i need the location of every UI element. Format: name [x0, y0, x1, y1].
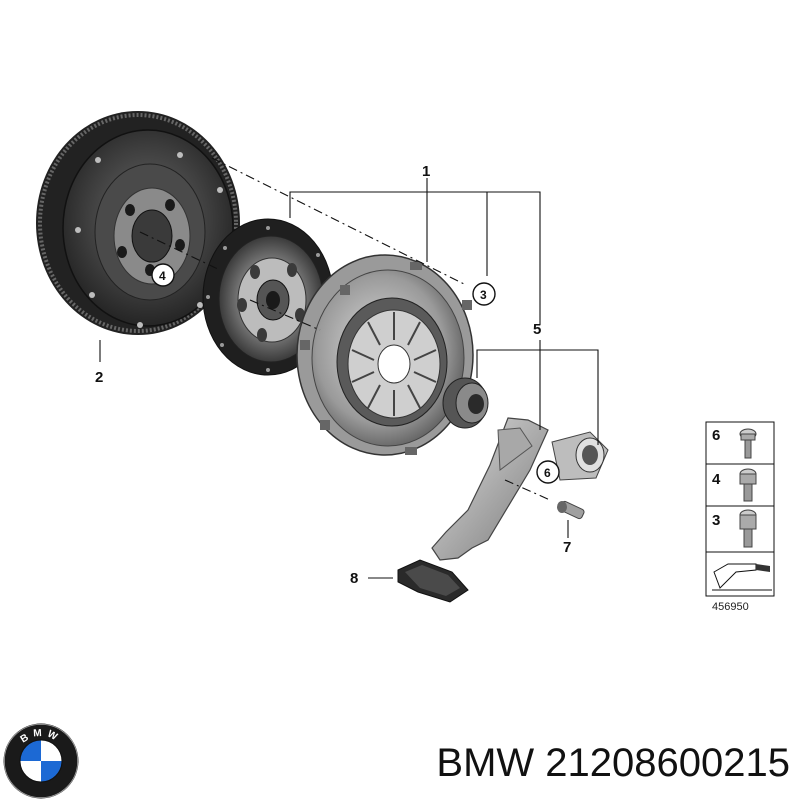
part-number-caption: BMW 21208600215 [436, 741, 790, 785]
guide-sleeve [551, 431, 609, 481]
release-lever [431, 417, 549, 561]
callout-6: 6 [544, 466, 551, 480]
release-bearing [442, 377, 489, 429]
callout-2: 2 [95, 369, 103, 386]
callout-5: 5 [533, 321, 541, 338]
pressure-plate [296, 254, 475, 456]
direction-arrow-icon [712, 563, 772, 591]
legend-row-4: 4 [712, 468, 757, 502]
callout-7: 7 [563, 539, 571, 556]
fastener-legend: 6 4 3 [705, 421, 775, 613]
legend-label-3: 3 [712, 512, 720, 529]
callout-labels: 1 2 5 7 8 [95, 163, 571, 587]
hex-socket-bolt-icon [739, 468, 757, 502]
legend-label-4: 4 [712, 471, 721, 488]
callout-4: 4 [159, 269, 166, 283]
diagram-id: 456950 [712, 601, 749, 613]
pivot-pin [557, 500, 585, 520]
callout-8: 8 [350, 570, 358, 587]
hex-socket-screw-icon [739, 509, 757, 548]
release-lever-pad [397, 559, 469, 603]
callout-1: 1 [422, 163, 430, 180]
legend-row-6: 6 [712, 427, 757, 459]
bmw-roundel-logo: BMW [3, 723, 79, 799]
circled-callout-6: 6 [536, 460, 560, 484]
circled-callout-3: 3 [472, 282, 496, 306]
leader-lines [99, 157, 599, 579]
circled-callout-4: 4 [151, 263, 175, 287]
callout-3: 3 [480, 288, 487, 302]
legend-label-6: 6 [712, 427, 720, 444]
dual-mass-flywheel [36, 111, 240, 335]
torx-screw-icon [739, 428, 757, 459]
legend-row-3: 3 [712, 509, 757, 548]
